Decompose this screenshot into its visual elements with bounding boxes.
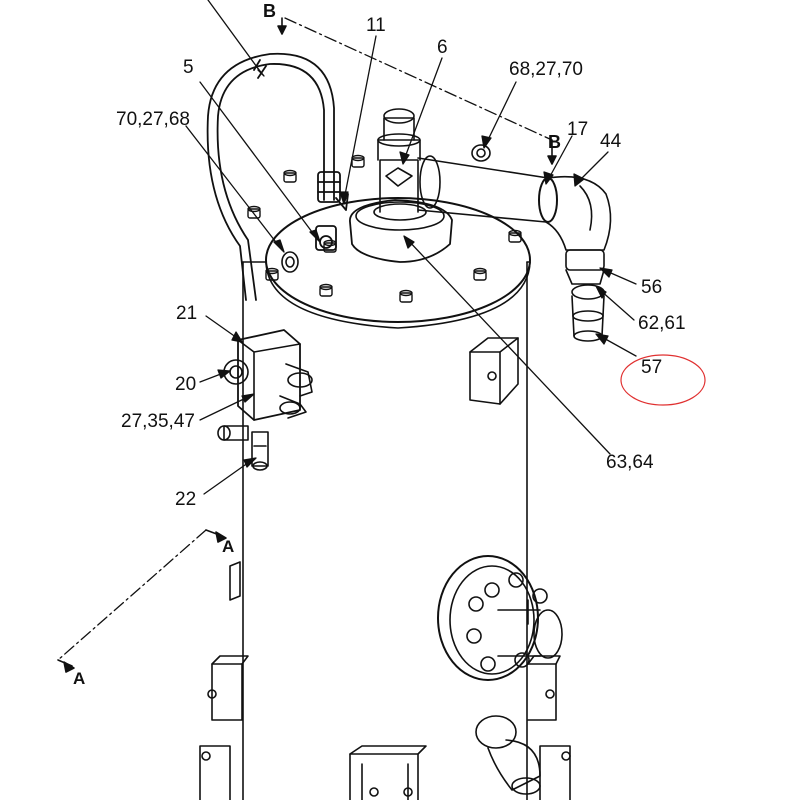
callout-label-44: 44 [600,131,622,152]
section-marker-a-top: A [222,537,235,556]
side-flange-nozzle [437,555,563,681]
highlight-circle-57 [620,354,706,406]
lifting-eye-right [471,144,491,162]
callout-label-62-61: 62,61 [638,313,686,334]
callout-label-21: 21 [176,303,198,324]
tank-bracket [469,337,519,405]
callout-label-6: 6 [437,37,448,58]
section-marker-b-top: B [263,1,276,21]
lid-bolts [247,154,522,303]
bottom-center-bracket [349,745,427,801]
lifting-eye-left [281,251,299,273]
callout-label-27-35-47: 27,35,47 [121,411,195,432]
callout-label-57: 57 [641,357,663,378]
flexible-hose [206,52,349,301]
central-nozzle [349,108,453,263]
callout-label-70-27-68: 70,27,68 [116,109,190,130]
section-marker-b-right: B [548,132,561,152]
callout-label-22: 22 [175,489,197,510]
callout-label-5: 5 [183,57,194,78]
section-marker-a-bottom: A [73,669,86,688]
lower-right-fittings [475,655,571,801]
callout-label-68-27-70: 68,27,70 [509,59,583,80]
leader-lines [185,0,637,495]
callout-label-63-64: 63,64 [606,452,654,473]
valve-manifold [217,329,313,471]
section-a-arrows [57,529,227,673]
tank-body [242,197,531,801]
outlet-pipe [417,155,612,342]
callout-label-17: 17 [567,119,589,140]
section-b-arrows [277,17,557,165]
section-line-a [57,529,207,661]
callout-label-20: 20 [175,374,197,395]
callout-label-11: 11 [366,15,386,36]
lower-left-fittings [199,561,249,801]
callout-label-56: 56 [641,277,663,298]
section-line-b [284,17,553,141]
